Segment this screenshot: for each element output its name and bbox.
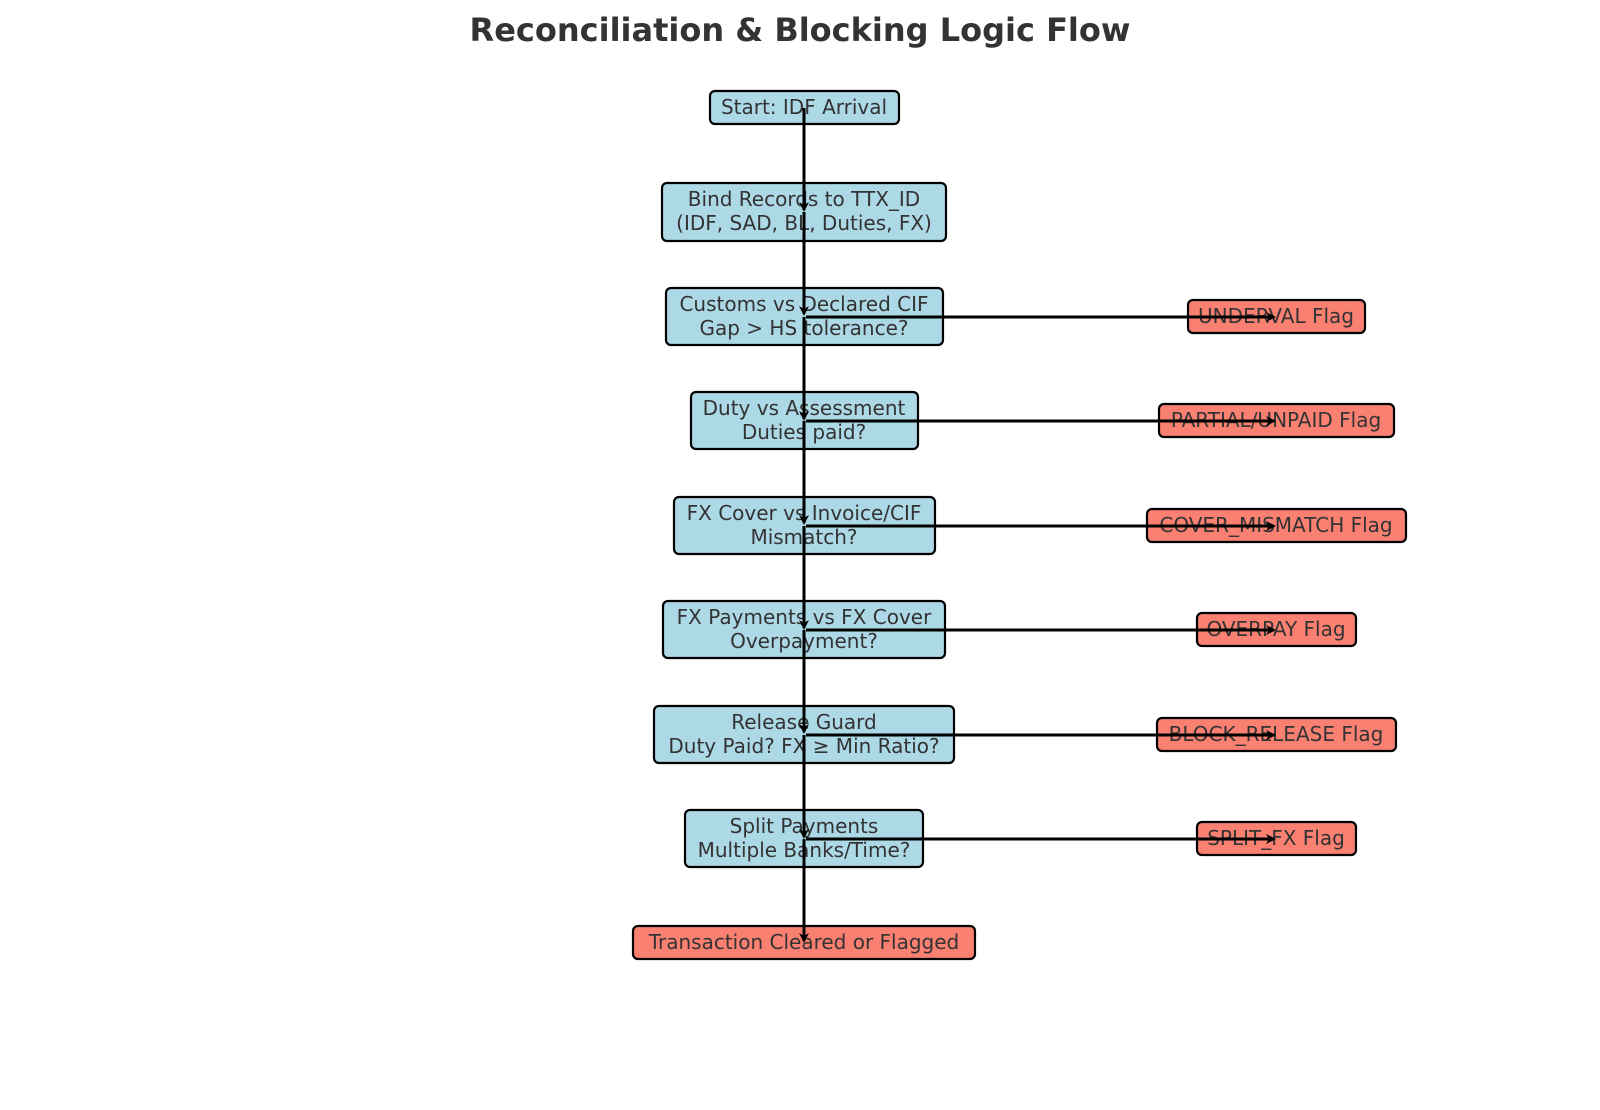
diagram-title: Reconciliation & Blocking Logic Flow (470, 11, 1131, 49)
flag-partial-unpaid: PARTIAL/UNPAID Flag (1157, 402, 1396, 439)
node-start: Start: IDF Arrival (708, 89, 901, 126)
edge-layer (799, 108, 1276, 943)
node-release-guard: Release Guard Duty Paid? FX ≥ Min Ratio? (652, 704, 956, 765)
flag-block-release: BLOCK_RELEASE Flag (1155, 716, 1398, 753)
